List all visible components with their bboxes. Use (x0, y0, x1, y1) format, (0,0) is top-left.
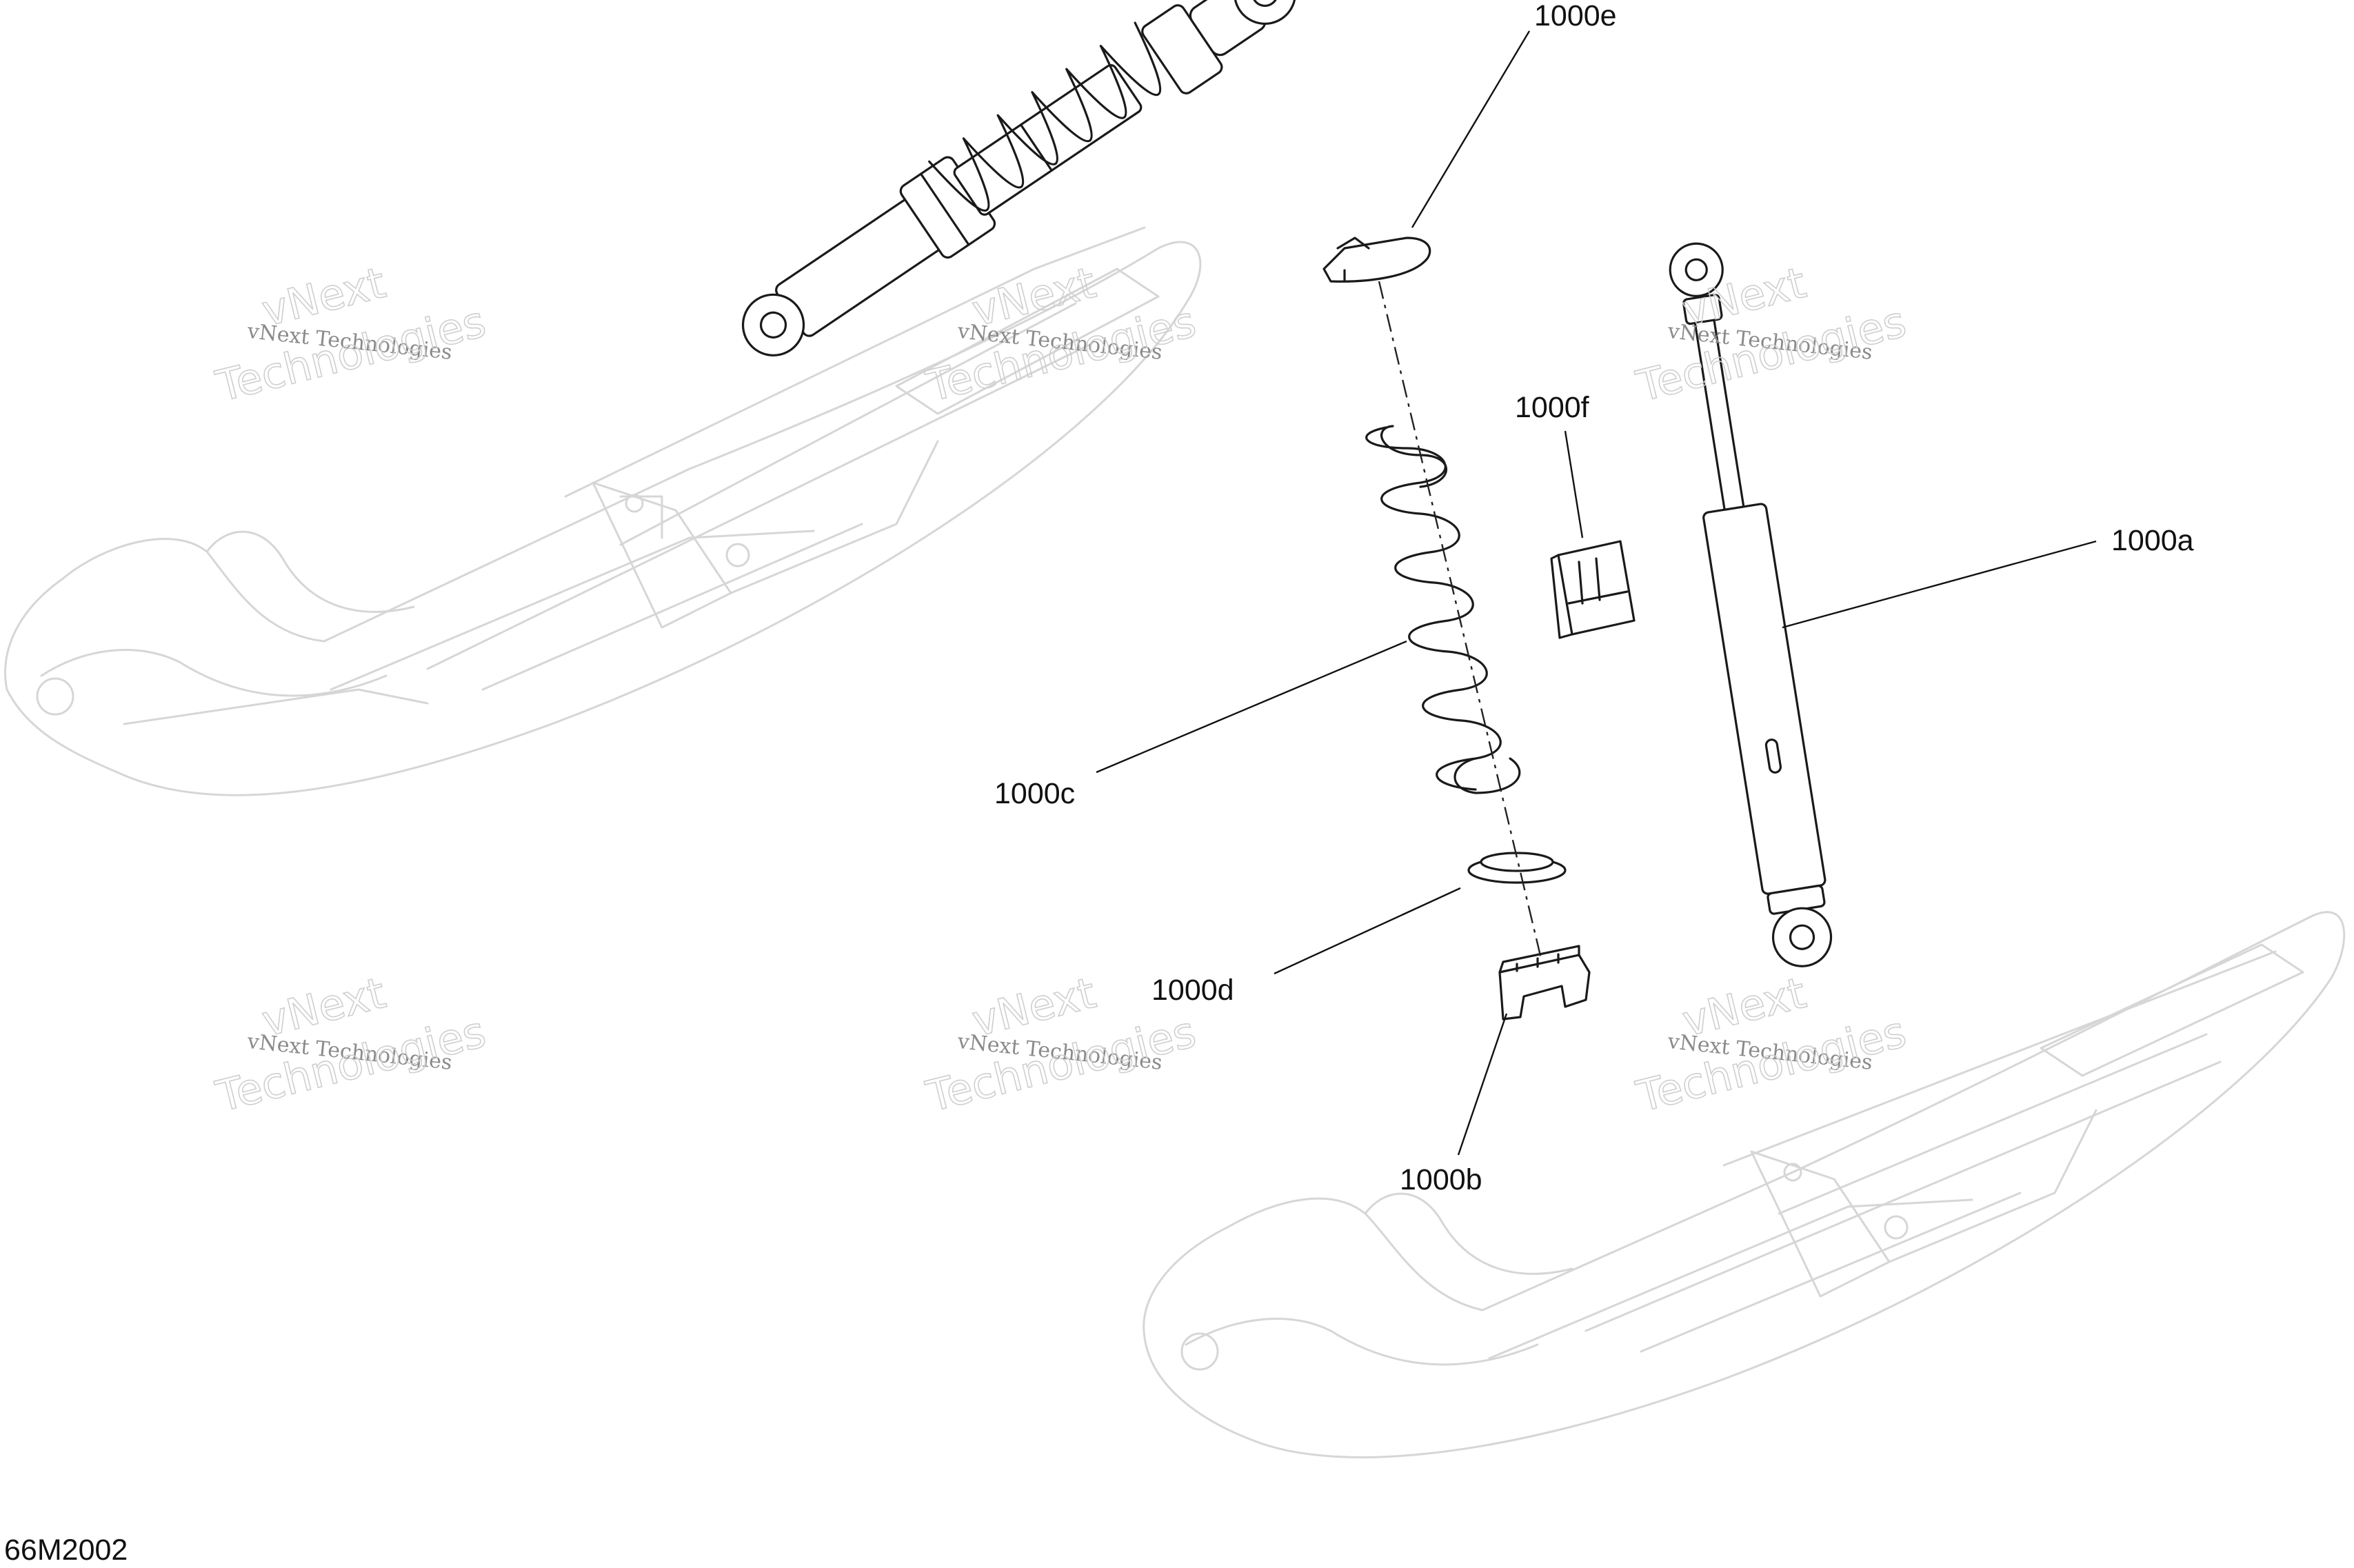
part-1000c-coil-spring (1365, 425, 1521, 794)
shock-assembly-illustration (741, 0, 1297, 356)
part-1000e-upper-spring-seat (1322, 237, 1431, 283)
callout-1000d: 1000d (1151, 974, 1234, 1007)
callout-1000b: 1000b (1400, 1163, 1482, 1196)
part-1000f-block (1550, 540, 1636, 639)
watermark-6: vNext vNext Technologies Technologies (1631, 967, 1911, 1123)
callout-1000c: 1000c (994, 777, 1075, 810)
leader-lines (1096, 30, 2097, 1156)
callout-1000e: 1000e (1534, 0, 1617, 32)
ghost-ski-left (4, 226, 1202, 796)
callout-1000a: 1000a (2111, 524, 2194, 557)
part-1000d-spring-retainer (1467, 852, 1567, 884)
figure-id: 66M2002 (4, 1534, 128, 1567)
part-1000a-damper (1669, 242, 1833, 967)
watermark-1: vNext vNext Technologies Technologies (210, 257, 491, 412)
assembly-axis-line (1378, 281, 1542, 959)
ghost-ski-right (1143, 911, 2346, 1458)
part-1000b-preload-collar (1498, 945, 1591, 1021)
watermark-2: vNext vNext Technologies Technologies (921, 257, 1201, 412)
callout-1000f: 1000f (1515, 391, 1590, 424)
watermark-4: vNext vNext Technologies Technologies (210, 967, 491, 1123)
